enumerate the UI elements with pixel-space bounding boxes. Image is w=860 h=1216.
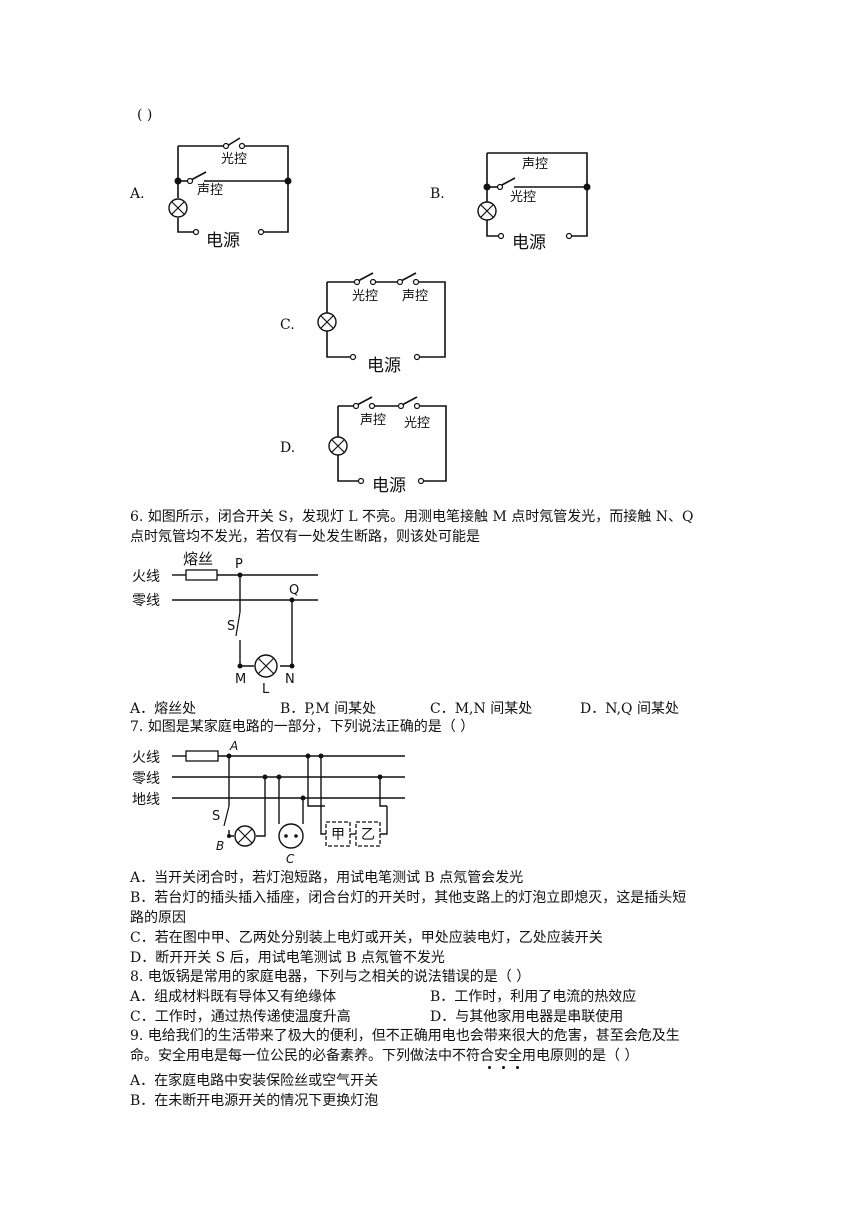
emphasis-dot — [488, 1066, 491, 1069]
q5b-label-1: 声控 — [522, 157, 548, 172]
q5b-label-3: 电源 — [512, 233, 546, 253]
q7-yi-label: 乙 — [361, 827, 375, 843]
q8-stem: 8. 电饭锅是常用的家庭电器，下列与之相关的说法错误的是（ ） — [130, 969, 531, 985]
q7-a-label: A — [229, 739, 238, 753]
q5c-label-3: 电源 — [367, 356, 401, 376]
lamp-icon — [477, 201, 497, 221]
q6-q-label: Q — [289, 583, 299, 598]
q9-option-a[interactable]: A．在家庭电路中安装保险丝或空气开关 — [130, 1073, 379, 1089]
emphasis-dot — [502, 1066, 505, 1069]
q6-option-c[interactable]: C．M,N 间某处 — [430, 701, 533, 717]
q7-option-d[interactable]: D．断开开关 S 后，用试电笔测试 B 点氖管不发光 — [130, 950, 445, 966]
q7-option-c[interactable]: C．若在图中甲、乙两处分别装上电灯或开关，甲处应装电灯，乙处应装开关 — [130, 930, 603, 946]
q6-s-label: S — [227, 619, 235, 634]
q6-option-b[interactable]: B．P,M 间某处 — [280, 701, 377, 717]
q7-option-b-cont: 路的原因 — [130, 910, 186, 926]
q6-l-label: L — [262, 682, 270, 697]
emphasis-dot — [516, 1066, 519, 1069]
q6-option-d[interactable]: D．N,Q 间某处 — [580, 701, 679, 717]
lamp-icon — [317, 312, 337, 332]
lamp-icon — [168, 198, 188, 218]
q5b-label-2: 光控 — [510, 190, 536, 205]
q6-p-label: P — [235, 557, 243, 572]
q5d-label-3: 电源 — [372, 476, 406, 496]
q8-option-c[interactable]: C．工作时，通过热传递使温度升高 — [130, 1009, 351, 1025]
q5d-label-2: 光控 — [404, 416, 430, 431]
socket-icon — [278, 823, 304, 849]
q5-option-a-letter[interactable]: A. — [130, 186, 145, 202]
q5a-label-1: 光控 — [221, 152, 247, 167]
q7-s-label: S — [212, 809, 220, 824]
q6-stem-line1: 6. 如图所示，闭合开关 S，发现灯 L 不亮。用测电笔接触 M 点时氖管发光，… — [130, 509, 694, 525]
fuse-icon — [185, 750, 219, 762]
q7-b-label: B — [216, 839, 224, 853]
fuse-icon — [185, 569, 218, 581]
q7-option-b[interactable]: B．若台灯的插头插入插座，闭合台灯的开关时，其他支路上的灯泡立即熄灭，这是插头短 — [130, 890, 687, 906]
q8-option-a[interactable]: A．组成材料既有导体又有绝缘体 — [130, 989, 337, 1005]
lamp-icon — [234, 825, 256, 847]
q5-option-d-letter[interactable]: D. — [280, 440, 296, 456]
q5c-label-2: 声控 — [402, 289, 428, 304]
q6-stem-line2: 点时氖管均不发光，若仅有一处发生断路，则该处可能是 — [130, 529, 480, 545]
q6-live-label: 火线 — [132, 569, 160, 585]
q7-option-a[interactable]: A．当开关闭合时，若灯泡短路，用试电笔测试 B 点氖管会发光 — [130, 870, 524, 886]
q9-option-b[interactable]: B．在未断开电源开关的情况下更换灯泡 — [130, 1093, 379, 1109]
q6-m-label: M — [235, 672, 246, 687]
q5d-label-1: 声控 — [360, 413, 386, 428]
q6-fuse-label: 熔丝 — [183, 550, 213, 568]
q7-stem: 7. 如图是某家庭电路的一部分，下列说法正确的是（ ） — [130, 719, 475, 735]
q6-neutral-label: 零线 — [132, 593, 160, 609]
q7-ground-label: 地线 — [132, 792, 160, 808]
q7-live-label: 火线 — [132, 750, 160, 766]
q6-n-label: N — [285, 672, 295, 687]
lamp-icon — [254, 654, 278, 678]
q6-option-a[interactable]: A．熔丝处 — [130, 701, 197, 717]
q7-c-label: C — [286, 852, 295, 866]
q5a-label-2: 声控 — [197, 183, 223, 198]
q8-option-b[interactable]: B．工作时，利用了电流的热效应 — [430, 989, 637, 1005]
q8-option-d[interactable]: D．与其他家用电器是串联使用 — [430, 1009, 624, 1025]
q5c-label-1: 光控 — [352, 289, 378, 304]
q5a-label-3: 电源 — [206, 231, 240, 251]
q7-neutral-label: 零线 — [132, 771, 160, 787]
q7-jia-label: 甲 — [331, 827, 345, 843]
q5-option-c-letter[interactable]: C. — [280, 317, 295, 333]
q9-stem-line1: 9. 电给我们的生活带来了极大的便利，但不正确用电也会带来很大的危害，甚至会危及… — [130, 1028, 680, 1044]
q9-stem-line2: 命。安全用电是每一位公民的必备素养。下列做法中不符合安全用电原则的是（ ） — [130, 1048, 639, 1064]
answer-bracket: ( ) — [137, 107, 153, 123]
lamp-icon — [328, 436, 348, 456]
q5-option-b-letter[interactable]: B. — [430, 186, 445, 202]
